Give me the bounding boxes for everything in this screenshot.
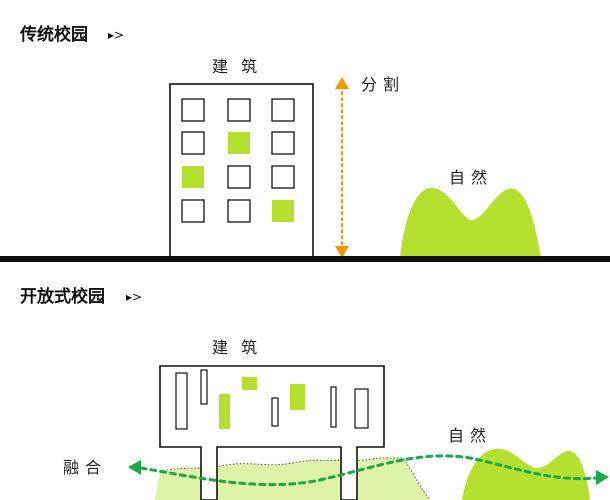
section-traditional-campus: 传统校园 ▸> 建 筑 <box>0 24 610 262</box>
window-green <box>228 132 250 154</box>
divide-arrow <box>335 77 349 258</box>
open-title-arrow-icon: ▸> <box>126 290 142 304</box>
window <box>271 165 295 189</box>
window-green <box>290 384 305 410</box>
window <box>227 165 251 189</box>
section-open-campus: 开放式校园 ▸> 建 筑 自然 <box>20 286 609 500</box>
merge-arrow-right-icon <box>596 470 609 485</box>
divide-arrow-up-icon <box>335 77 349 89</box>
open-building <box>159 365 385 500</box>
merge-label: 融合 <box>63 458 107 477</box>
traditional-nature-label: 自然 <box>449 168 493 187</box>
window-green <box>242 377 257 390</box>
divide-arrow-down-icon <box>335 246 349 258</box>
window-green <box>182 166 204 188</box>
divide-label: 分割 <box>361 75 405 94</box>
window <box>181 199 205 223</box>
open-building-label: 建 筑 <box>212 338 261 357</box>
merge-flow-arrow <box>128 454 609 487</box>
window <box>181 98 205 122</box>
window <box>271 98 295 122</box>
window-slot <box>354 388 369 429</box>
traditional-building-label: 建 筑 <box>212 57 261 76</box>
window <box>271 131 295 155</box>
merge-arrow-left-icon <box>128 460 141 475</box>
window-slot <box>175 372 188 430</box>
traditional-title-arrow-icon: ▸> <box>108 28 124 42</box>
open-title: 开放式校园 <box>20 286 105 307</box>
window-green <box>272 200 294 222</box>
window <box>181 131 205 155</box>
window <box>227 199 251 223</box>
traditional-nature-hills <box>400 187 541 258</box>
open-nature-label: 自然 <box>448 426 492 445</box>
open-building-outline <box>159 365 385 500</box>
traditional-title: 传统校园 <box>19 24 88 45</box>
window-green <box>219 394 230 429</box>
open-nature-hills <box>462 448 590 500</box>
window-slot <box>200 369 208 405</box>
window-slot <box>330 386 337 428</box>
window-slot <box>271 397 279 427</box>
ground-line <box>0 256 610 262</box>
traditional-building <box>169 83 314 259</box>
merge-flow-dotted-line <box>139 454 598 487</box>
window <box>227 98 251 122</box>
